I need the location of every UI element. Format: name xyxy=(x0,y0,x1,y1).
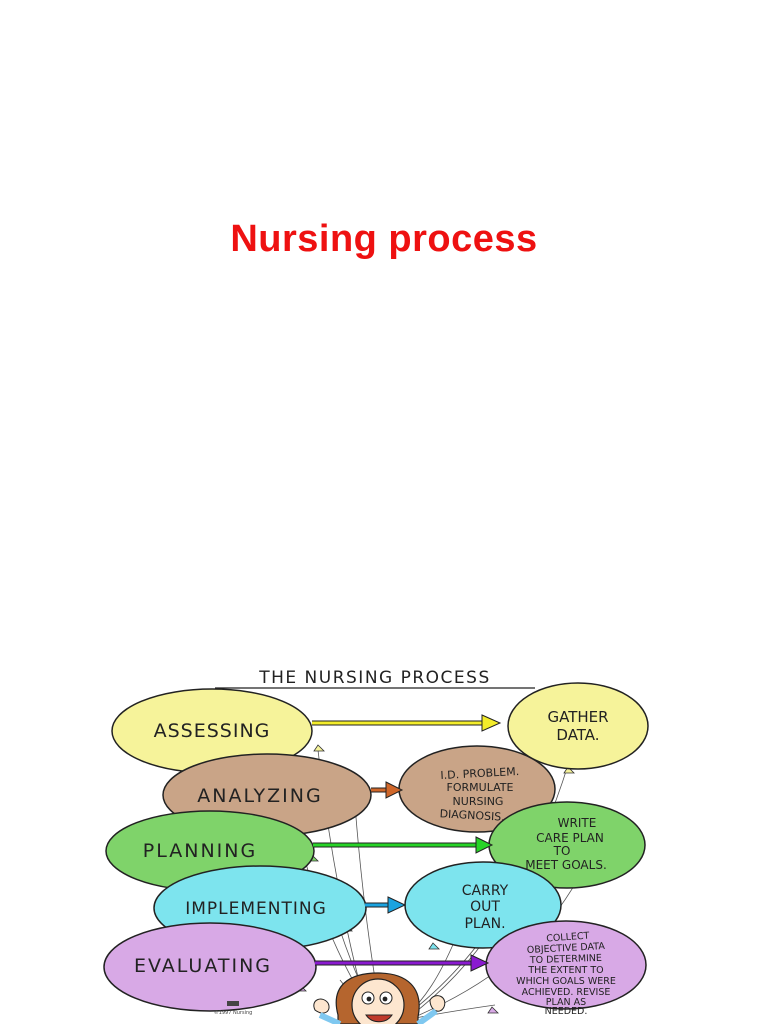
result-balloon-2: I.D. PROBLEM. FORMULATE NURSING DIAGNOSI… xyxy=(398,745,556,833)
copyright-mark: ©1997 Nursing xyxy=(214,1001,253,1016)
step-label-evaluating: EVALUATING xyxy=(134,955,272,977)
arrow-evaluating xyxy=(315,954,490,972)
nursing-process-diagram: THE NURSING PROCESS xyxy=(100,655,660,1024)
step-label-assessing: ASSESSING xyxy=(154,720,271,742)
nurse-figure xyxy=(313,972,446,1024)
result-5-line-2: OBJECTIVE DATA xyxy=(527,941,606,956)
result-balloon-5: COLLECT OBJECTIVE DATA TO DETERMINE THE … xyxy=(485,920,647,1017)
slide-title: Nursing process xyxy=(230,218,538,260)
result-balloon-4: CARRY OUT PLAN. xyxy=(404,861,562,949)
result-5-line-6: ACHIEVED. REVISE xyxy=(522,987,611,998)
result-2-line-3: NURSING xyxy=(453,795,504,808)
result-3-line-1: WRITE xyxy=(558,816,597,830)
result-1-line-2: DATA. xyxy=(556,726,599,744)
result-2-line-1: I.D. PROBLEM. xyxy=(440,765,519,782)
step-balloon-assessing: ASSESSING xyxy=(111,688,313,774)
arrow-analyzing xyxy=(371,781,404,799)
result-5-line-7: PLAN AS xyxy=(546,997,586,1008)
diagram-heading: THE NURSING PROCESS xyxy=(258,668,491,688)
result-5-line-1: COLLECT xyxy=(546,931,590,945)
result-1-line-1: GATHER xyxy=(547,708,608,726)
result-3-line-2: CARE PLAN xyxy=(536,831,604,845)
result-balloon-3: WRITE CARE PLAN TO MEET GOALS. xyxy=(488,801,646,889)
arrow-implementing xyxy=(365,896,407,914)
result-5-line-4: THE EXTENT TO xyxy=(527,965,603,976)
copyright-text: ©1997 Nursing xyxy=(214,1009,253,1016)
result-2-line-4: DIAGNOSIS. xyxy=(439,807,505,823)
result-4-line-2: OUT xyxy=(470,899,500,915)
diagram-canvas: THE NURSING PROCESS xyxy=(103,668,649,1024)
result-3-line-3: TO xyxy=(553,844,571,858)
result-2-line-2: FORMULATE xyxy=(447,781,514,794)
result-4-line-1: CARRY xyxy=(462,883,509,899)
arrow-assessing xyxy=(312,714,502,732)
result-3-line-4: MEET GOALS. xyxy=(525,858,607,872)
result-5-line-3: TO DETERMINE xyxy=(529,953,602,967)
step-label-analyzing: ANALYZING xyxy=(197,785,322,807)
result-balloon-1: GATHER DATA. xyxy=(507,682,649,770)
step-label-planning: PLANNING xyxy=(143,840,257,862)
result-4-line-3: PLAN. xyxy=(464,916,505,932)
result-5-line-5: WHICH GOALS WERE xyxy=(516,976,616,987)
step-label-implementing: IMPLEMENTING xyxy=(185,899,327,919)
step-balloon-evaluating: EVALUATING xyxy=(103,922,317,1012)
arrow-planning xyxy=(313,836,494,854)
result-5-line-8: NEEDED. xyxy=(545,1006,588,1017)
